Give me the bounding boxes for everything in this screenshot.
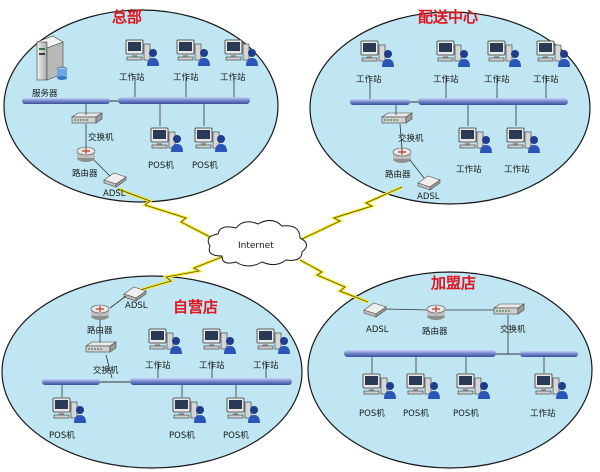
lightning-link-franchise-shadow — [299, 259, 369, 303]
hq-workstation-3-icon — [224, 39, 250, 61]
dc-bus-left — [350, 99, 410, 105]
zone-title-franchise-store: 加盟店 — [430, 274, 476, 292]
dc-workstation-4-icon — [536, 40, 562, 62]
own-adsl-label: ADSL — [125, 301, 148, 311]
own-pos-2-label: POS机 — [169, 430, 195, 441]
server-label: 服务器 — [32, 88, 58, 99]
dc-adsl-label: ADSL — [417, 192, 440, 202]
dc-router-label: 路由器 — [385, 169, 411, 180]
own-switch-label: 交换机 — [93, 365, 119, 376]
dc-switch-icon — [381, 112, 413, 124]
hq-workstation-2-label: 工作站 — [173, 72, 199, 83]
own-pos-1-label: POS机 — [49, 430, 75, 441]
hq-workstation-3-label: 工作站 — [220, 72, 246, 83]
internet-cloud: Internet — [207, 220, 307, 267]
internet-label: Internet — [238, 241, 274, 251]
franchise-network: ADSL 路由器 交换机 POS机 POS机 POS机 工作站 — [344, 302, 578, 419]
dc-workstation-3-label: 工作站 — [484, 74, 510, 85]
hq-router-label: 路由器 — [72, 168, 98, 179]
server-icon — [36, 35, 64, 81]
dc-workstation-4-label: 工作站 — [533, 74, 559, 85]
dc-workstation-6-label: 工作站 — [504, 164, 530, 175]
fr-router-icon — [426, 304, 446, 321]
dc-router-icon — [392, 147, 412, 164]
hq-pos-2-label: POS机 — [192, 160, 218, 171]
zone-franchise-store — [307, 271, 593, 469]
own-bus-main — [130, 378, 292, 385]
fr-pos-1-label: POS机 — [359, 408, 385, 419]
fr-bus-right — [520, 351, 578, 357]
lightning-link-dc-shadow — [299, 186, 403, 241]
fr-adsl-label: ADSL — [366, 325, 389, 335]
hq-bus-main — [118, 97, 250, 104]
fr-router-label: 路由器 — [422, 326, 448, 337]
own-workstation-1-label: 工作站 — [145, 360, 171, 371]
fr-pos-2-label: POS机 — [403, 408, 429, 419]
fr-switch-label: 交换机 — [500, 324, 526, 335]
hq-router-icon — [76, 146, 96, 163]
fr-bus-main — [344, 350, 496, 357]
lightning-link-dc — [299, 185, 403, 242]
hq-workstation-1-label: 工作站 — [119, 72, 145, 83]
hq-bus-left — [22, 98, 110, 104]
wan-links — [117, 185, 403, 304]
zone-title-hq: 总部 — [112, 8, 142, 26]
hq-adsl-label: ADSL — [103, 189, 126, 199]
own-pos-3-label: POS机 — [223, 430, 249, 441]
dc-bus-main — [418, 98, 568, 105]
lightning-link-hq-shadow — [117, 188, 213, 239]
hq-switch-icon — [71, 112, 103, 124]
server-disk-icon — [56, 66, 68, 80]
fr-pos-3-label: POS机 — [453, 408, 479, 419]
own-switch-icon — [85, 341, 117, 353]
zone-hq — [3, 9, 279, 203]
own-store-network: ADSL 路由器 交换机 工作站 工作站 工作站 POS机 POS机 POS机 — [42, 286, 292, 441]
fr-workstation-1-label: 工作站 — [530, 408, 556, 419]
own-workstation-2-label: 工作站 — [199, 360, 225, 371]
own-router-icon — [90, 304, 110, 321]
lightning-link-own-shadow — [139, 256, 223, 291]
dc-workstation-1-label: 工作站 — [356, 74, 382, 85]
dc-switch-label: 交换机 — [398, 133, 424, 144]
hq-switch-label: 交换机 — [88, 132, 114, 143]
own-workstation-3-label: 工作站 — [253, 360, 279, 371]
fr-switch-icon — [493, 303, 525, 315]
hq-pos-1-label: POS机 — [148, 160, 174, 171]
dc-workstation-2-label: 工作站 — [433, 74, 459, 85]
zone-title-distribution-center: 配送中心 — [418, 8, 478, 26]
dc-network: 工作站 工作站 工作站 工作站 交换机 路由器 ADSL 工作站 工作站 — [350, 40, 570, 202]
zone-title-own-store: 自营店 — [173, 298, 218, 316]
dc-workstation-5-label: 工作站 — [456, 164, 482, 175]
hq-network: 服务器 工作站 工作站 工作站 交换机 路由器 ADSL — [22, 35, 258, 199]
own-bus-left — [42, 379, 100, 385]
zone-own-store — [1, 275, 303, 469]
